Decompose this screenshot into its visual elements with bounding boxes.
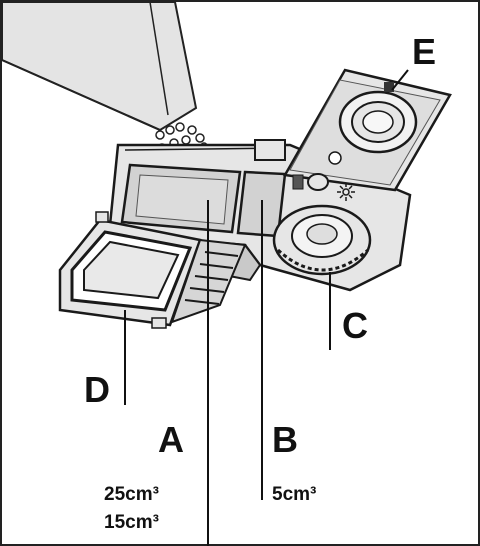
leader-e: [391, 69, 409, 91]
leader-lines: [124, 69, 409, 546]
hinge-block: [254, 139, 286, 161]
chamber-a-inner: [135, 174, 229, 225]
rinse-aid-dial[interactable]: [272, 204, 372, 276]
label-c: C: [342, 305, 368, 346]
lid-latch-icon: [384, 82, 394, 92]
detergent-box: [1, 0, 198, 132]
label-a: A: [158, 419, 184, 460]
indicator-knob: [292, 173, 329, 191]
label-d: D: [84, 369, 110, 410]
amount-b-5: 5cm³: [272, 484, 316, 505]
amount-a-15: 15cm³: [104, 512, 159, 533]
label-e: E: [412, 31, 436, 72]
sun-icon: [337, 183, 355, 201]
main-wash-lid[interactable]: [58, 211, 202, 329]
amount-a-25: 25cm³: [104, 484, 159, 505]
label-b: B: [272, 419, 298, 460]
rinse-aid-lid[interactable]: [282, 68, 452, 192]
